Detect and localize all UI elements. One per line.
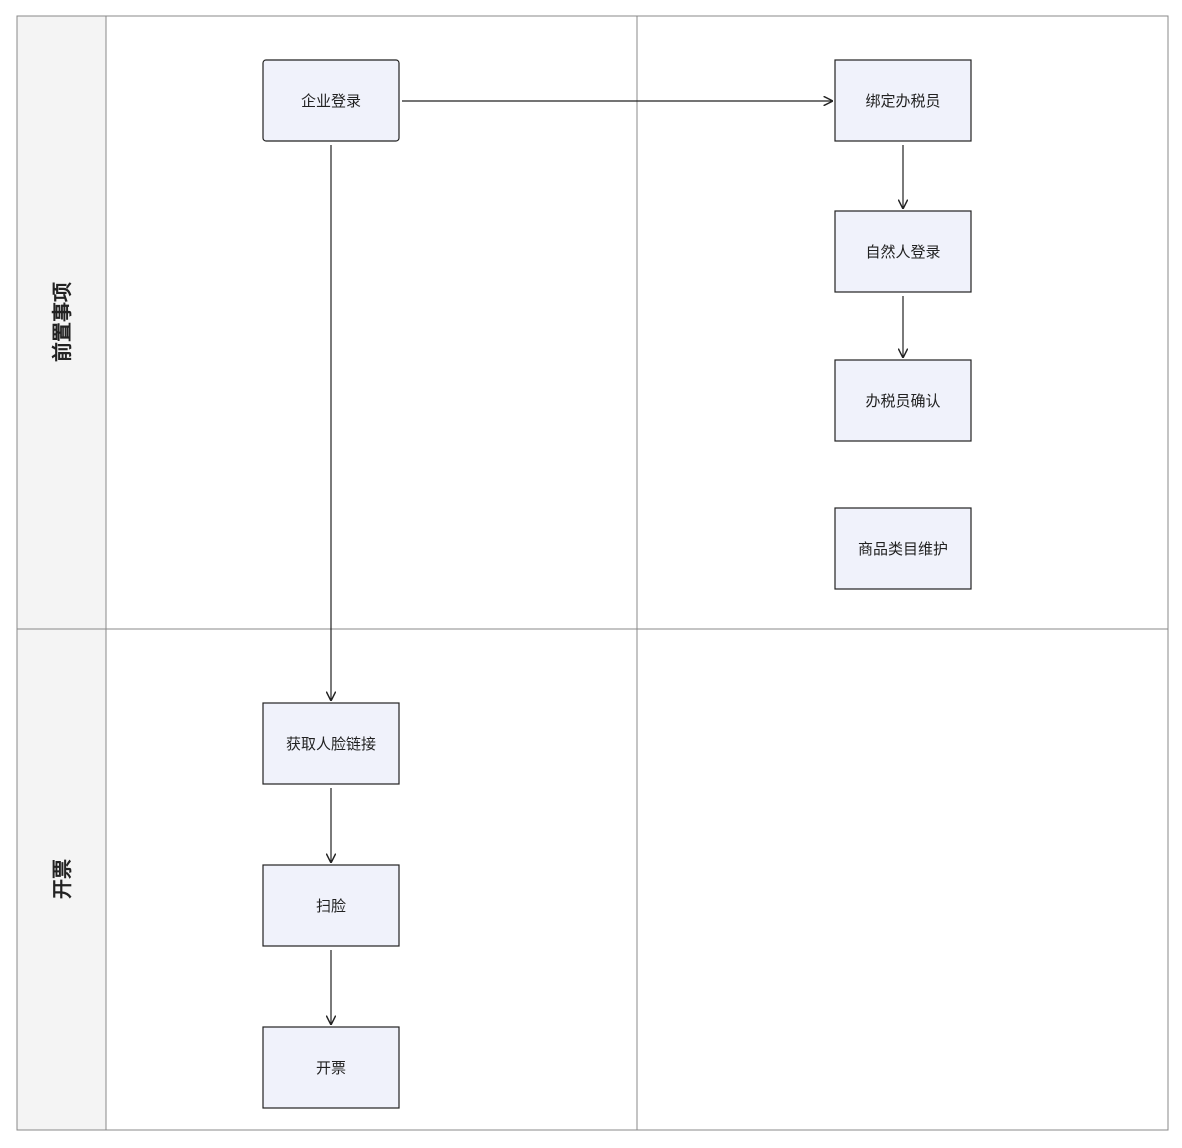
node-label: 商品类目维护: [858, 540, 948, 558]
node-label: 获取人脸链接: [286, 735, 376, 753]
node-label: 扫脸: [316, 897, 346, 915]
node-box: [262, 1026, 400, 1109]
node-natural-person-login[interactable]: 自然人登录: [834, 210, 972, 293]
lane-label-invoice: 开票: [50, 859, 74, 899]
lane-header-column: [17, 16, 106, 1130]
node-label: 自然人登录: [865, 243, 940, 261]
node-label: 企业登录: [301, 92, 361, 110]
node-box: [834, 359, 972, 442]
node-tax-officer-confirm[interactable]: 办税员确认: [834, 359, 972, 442]
node-bind-tax-officer[interactable]: 绑定办税员: [834, 59, 972, 142]
node-label: 办税员确认: [865, 392, 940, 410]
node-box: [262, 59, 400, 142]
node-box: [262, 702, 400, 785]
node-category-maintenance[interactable]: 商品类目维护: [834, 507, 972, 590]
node-box: [262, 864, 400, 947]
node-issue-invoice[interactable]: 开票: [262, 1026, 400, 1109]
diagram-border: [16, 15, 1169, 1131]
node-face-scan[interactable]: 扫脸: [262, 864, 400, 947]
node-get-face-link[interactable]: 获取人脸链接: [262, 702, 400, 785]
node-label: 绑定办税员: [865, 92, 940, 110]
edges: [331, 101, 903, 1024]
node-enterprise-login[interactable]: 企业登录: [262, 59, 400, 142]
node-box: [834, 59, 972, 142]
node-box: [834, 507, 972, 590]
lane-label-pre: 前置事项: [50, 282, 74, 362]
lane-grid: [16, 15, 1169, 1131]
node-label: 开票: [316, 1059, 346, 1077]
node-box: [834, 210, 972, 293]
